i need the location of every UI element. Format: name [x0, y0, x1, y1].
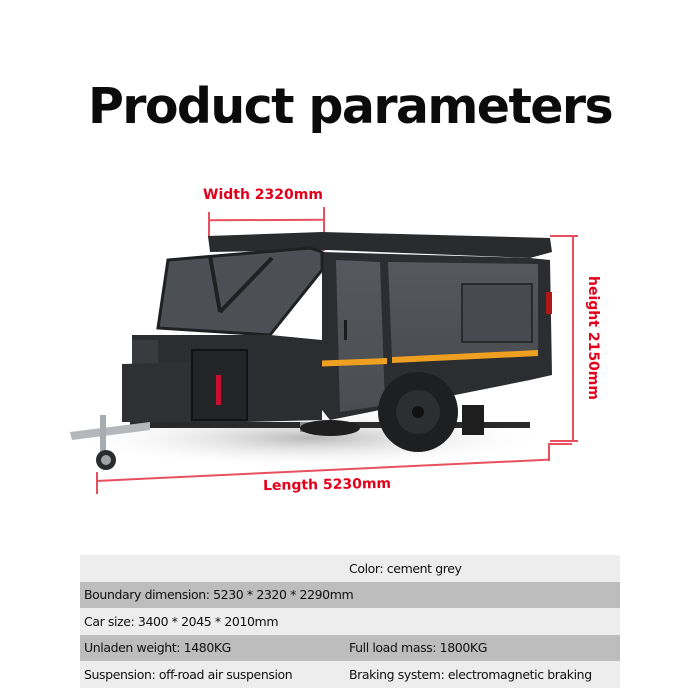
- spec-car-size: Car size: 3400 * 2045 * 2010mm: [84, 613, 279, 629]
- spec-row-car-size: Car size: 3400 * 2045 * 2010mm: [80, 608, 620, 635]
- spec-unladen-weight: Unladen weight: 1480KG: [84, 640, 231, 656]
- camper-trailer-illustration: [70, 232, 552, 470]
- height-dimension-bottom-tick: [550, 440, 578, 442]
- height-dimension-top-tick: [550, 235, 578, 237]
- spec-row-boundary: Boundary dimension: 5230 * 2320 * 2290mm: [80, 581, 620, 608]
- spec-color: Color: cement grey: [349, 560, 462, 576]
- spec-suspension: Suspension: off-road air suspension: [84, 666, 293, 682]
- spec-row-color: Color: cement grey: [80, 555, 620, 582]
- spec-table: Color: cement grey Boundary dimension: 5…: [80, 555, 620, 688]
- height-dimension-line: [572, 235, 574, 441]
- spec-boundary-dimension: Boundary dimension: 5230 * 2320 * 2290mm: [84, 587, 354, 603]
- length-dimension-tick-right: [548, 445, 550, 461]
- spec-full-load-mass: Full load mass: 1800KG: [349, 640, 487, 656]
- width-dimension-tick-left: [208, 212, 210, 238]
- spec-row-suspension: Suspension: off-road air suspension Brak…: [80, 661, 620, 688]
- height-dimension-label: height 2150mm: [585, 276, 601, 400]
- width-dimension-tick-right: [323, 207, 325, 251]
- page-title: Product parameters: [87, 78, 614, 135]
- length-dimension-tick-left: [96, 472, 98, 494]
- spec-braking-system: Braking system: electromagnetic braking: [349, 666, 592, 682]
- width-dimension-label: Width 2320mm: [203, 187, 323, 203]
- length-dimension-label: Length 5230mm: [262, 475, 392, 495]
- spec-row-weight: Unladen weight: 1480KG Full load mass: 1…: [80, 634, 620, 661]
- length-dimension-tick-right-ext: [548, 443, 572, 445]
- product-image: [60, 200, 580, 470]
